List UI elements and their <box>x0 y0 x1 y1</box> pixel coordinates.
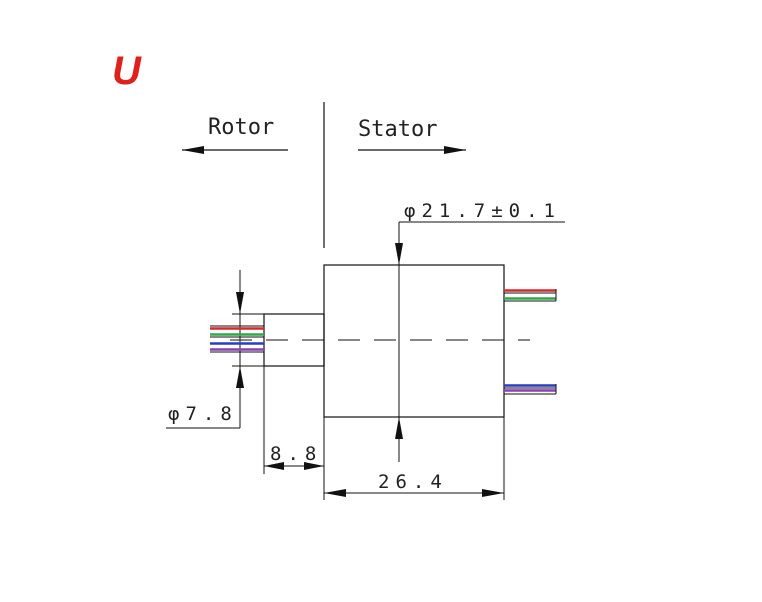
stator-wires-lower <box>504 384 557 395</box>
stator-arrow <box>358 146 466 154</box>
drawing-title: U <box>112 49 142 93</box>
stator-length-label: 26.4 <box>378 471 448 493</box>
rotor-length-dimension <box>263 366 325 500</box>
stator-wires-upper <box>504 289 557 302</box>
stator-label: Stator <box>358 117 437 142</box>
stator-body <box>323 264 505 418</box>
rotor-diameter-label: φ7.8 <box>168 403 238 425</box>
rotor-length-label: 8.8 <box>270 443 322 465</box>
rotor-wires <box>210 325 264 353</box>
stator-diameter-label: φ21.7±0.1 <box>404 200 561 222</box>
rotor-arrow <box>182 146 288 154</box>
rotor-diameter-dimension <box>166 270 264 429</box>
rotor-label: Rotor <box>208 115 274 140</box>
stator-diameter-dimension <box>395 221 565 439</box>
stator-length-dimension <box>324 417 505 500</box>
